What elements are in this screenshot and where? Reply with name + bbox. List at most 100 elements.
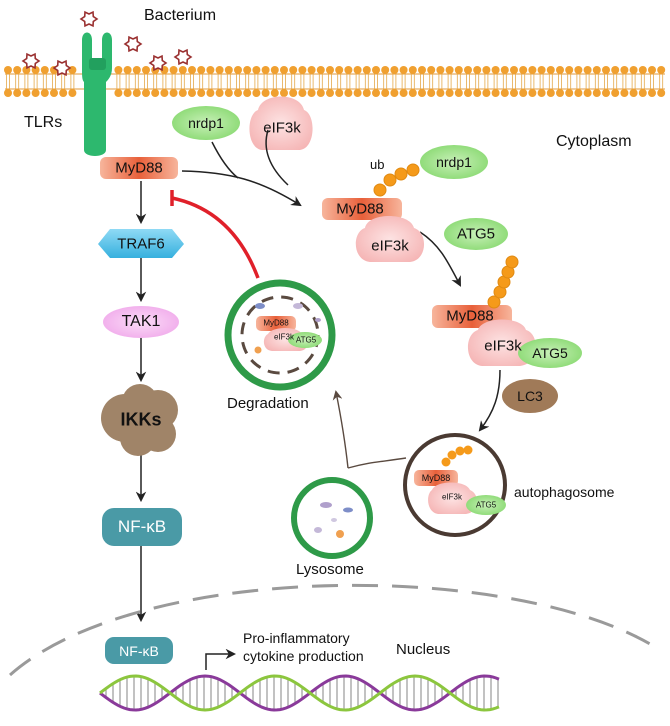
lipid-head	[132, 89, 141, 97]
tak1-shape	[103, 306, 179, 338]
degradation-label: Degradation	[227, 395, 309, 412]
eif3k-autophagosome-label: eIF3k	[441, 492, 463, 502]
lipid-head	[592, 66, 601, 74]
lipid-head	[326, 66, 334, 74]
lipid-head	[160, 89, 169, 97]
lipid-head	[298, 89, 307, 97]
bacterium-particle	[173, 48, 193, 66]
lipid-head	[4, 66, 12, 74]
lipid-head	[556, 66, 564, 74]
lipid-head	[280, 89, 288, 97]
lipid-head	[408, 66, 417, 74]
lipid-head	[261, 66, 270, 74]
lipid-head	[519, 89, 528, 97]
lipid-head	[215, 89, 224, 97]
lipid-head	[427, 66, 436, 74]
lipid-head	[399, 89, 408, 97]
lipid-head	[316, 66, 325, 74]
lipid-head	[132, 66, 141, 74]
nfkb-cyto-label: NF-κB	[117, 517, 167, 536]
lipid-head	[482, 89, 491, 97]
lipid-head	[565, 66, 574, 74]
lipid-head	[445, 89, 454, 97]
lipid-head	[583, 89, 592, 97]
lipid-head	[298, 66, 307, 74]
lipid-head	[197, 66, 206, 74]
bacterium-particle	[123, 35, 143, 53]
lipid-head	[454, 89, 463, 97]
bacterium-particle	[79, 10, 99, 28]
lipid-head	[224, 89, 233, 97]
cytoplasm-label: Cytoplasm	[556, 133, 632, 150]
lipid-head	[464, 66, 472, 74]
lipid-head	[22, 89, 31, 97]
lipid-head	[224, 66, 233, 74]
ikks-label: IKKs	[120, 409, 162, 430]
lipid-head	[13, 66, 22, 74]
bacterium-label: Bacterium	[144, 7, 217, 24]
lipid-head	[574, 66, 583, 74]
myd88-complex2-label: MyD88	[446, 307, 494, 325]
nrdp1-top-shape	[172, 106, 240, 140]
lipid-head	[418, 66, 426, 74]
lipid-head	[519, 66, 528, 74]
lipid-head	[335, 66, 344, 74]
lipid-head	[537, 89, 546, 97]
lipid-head	[31, 89, 40, 97]
complex-ub	[322, 145, 508, 262]
lipid-head	[657, 89, 666, 97]
lipid-head	[491, 66, 500, 74]
bacterium-particle	[52, 59, 72, 77]
lipid-head	[206, 66, 215, 74]
pro-inflammatory-label: Pro-inflammatory	[243, 630, 350, 646]
lipid-head	[344, 66, 353, 74]
lipid-head	[629, 66, 638, 74]
lipid-head	[40, 66, 49, 74]
lipid-head	[362, 66, 371, 74]
lipid-head	[381, 89, 390, 97]
nfkb-nuc-shape	[105, 637, 173, 664]
lipid-head	[344, 89, 353, 97]
lipid-head	[510, 89, 518, 97]
lipid-head	[114, 66, 123, 74]
lipid-head	[546, 89, 555, 97]
lipid-head	[123, 89, 132, 97]
cell-membrane	[4, 66, 666, 97]
lipid-head	[602, 89, 610, 97]
cytokine-production-label: cytokine production	[243, 648, 364, 664]
lipid-head	[40, 89, 49, 97]
lipid-head	[215, 66, 224, 74]
lipid-head	[454, 66, 463, 74]
myd88-degradation-label: MyD88	[263, 318, 289, 328]
eif3k-complex2-label: eIF3k	[484, 337, 522, 355]
dna-strand-purple	[99, 674, 500, 712]
dna-strand-green	[99, 674, 500, 712]
lipid-head	[611, 66, 620, 74]
lipid-head	[59, 89, 68, 97]
lipid-head	[629, 89, 638, 97]
lipid-head	[362, 89, 371, 97]
lipid-head	[68, 89, 77, 97]
lipid-head	[510, 66, 518, 74]
lipid-head	[436, 66, 445, 74]
tlrs-label: TLRs	[24, 114, 63, 131]
lipid-head	[574, 89, 583, 97]
lipid-head	[620, 66, 629, 74]
lipid-head	[243, 66, 252, 74]
lipid-head	[197, 89, 206, 97]
lipid-head	[178, 89, 187, 97]
traf6-label: TRAF6	[117, 235, 165, 253]
lipid-head	[372, 89, 380, 97]
lipid-head	[546, 66, 555, 74]
atg5-autophagosome-label: ATG5	[475, 500, 497, 510]
lipid-head	[270, 66, 279, 74]
lipid-head	[289, 89, 298, 97]
nucleus-envelope	[9, 583, 661, 677]
lipid-head	[289, 66, 298, 74]
lc3-label: LC3	[517, 388, 543, 404]
lipid-head	[648, 66, 656, 74]
eif3k-top-shape	[249, 96, 313, 150]
lipid-head	[142, 66, 150, 74]
tak1-label: TAK1	[121, 313, 161, 330]
